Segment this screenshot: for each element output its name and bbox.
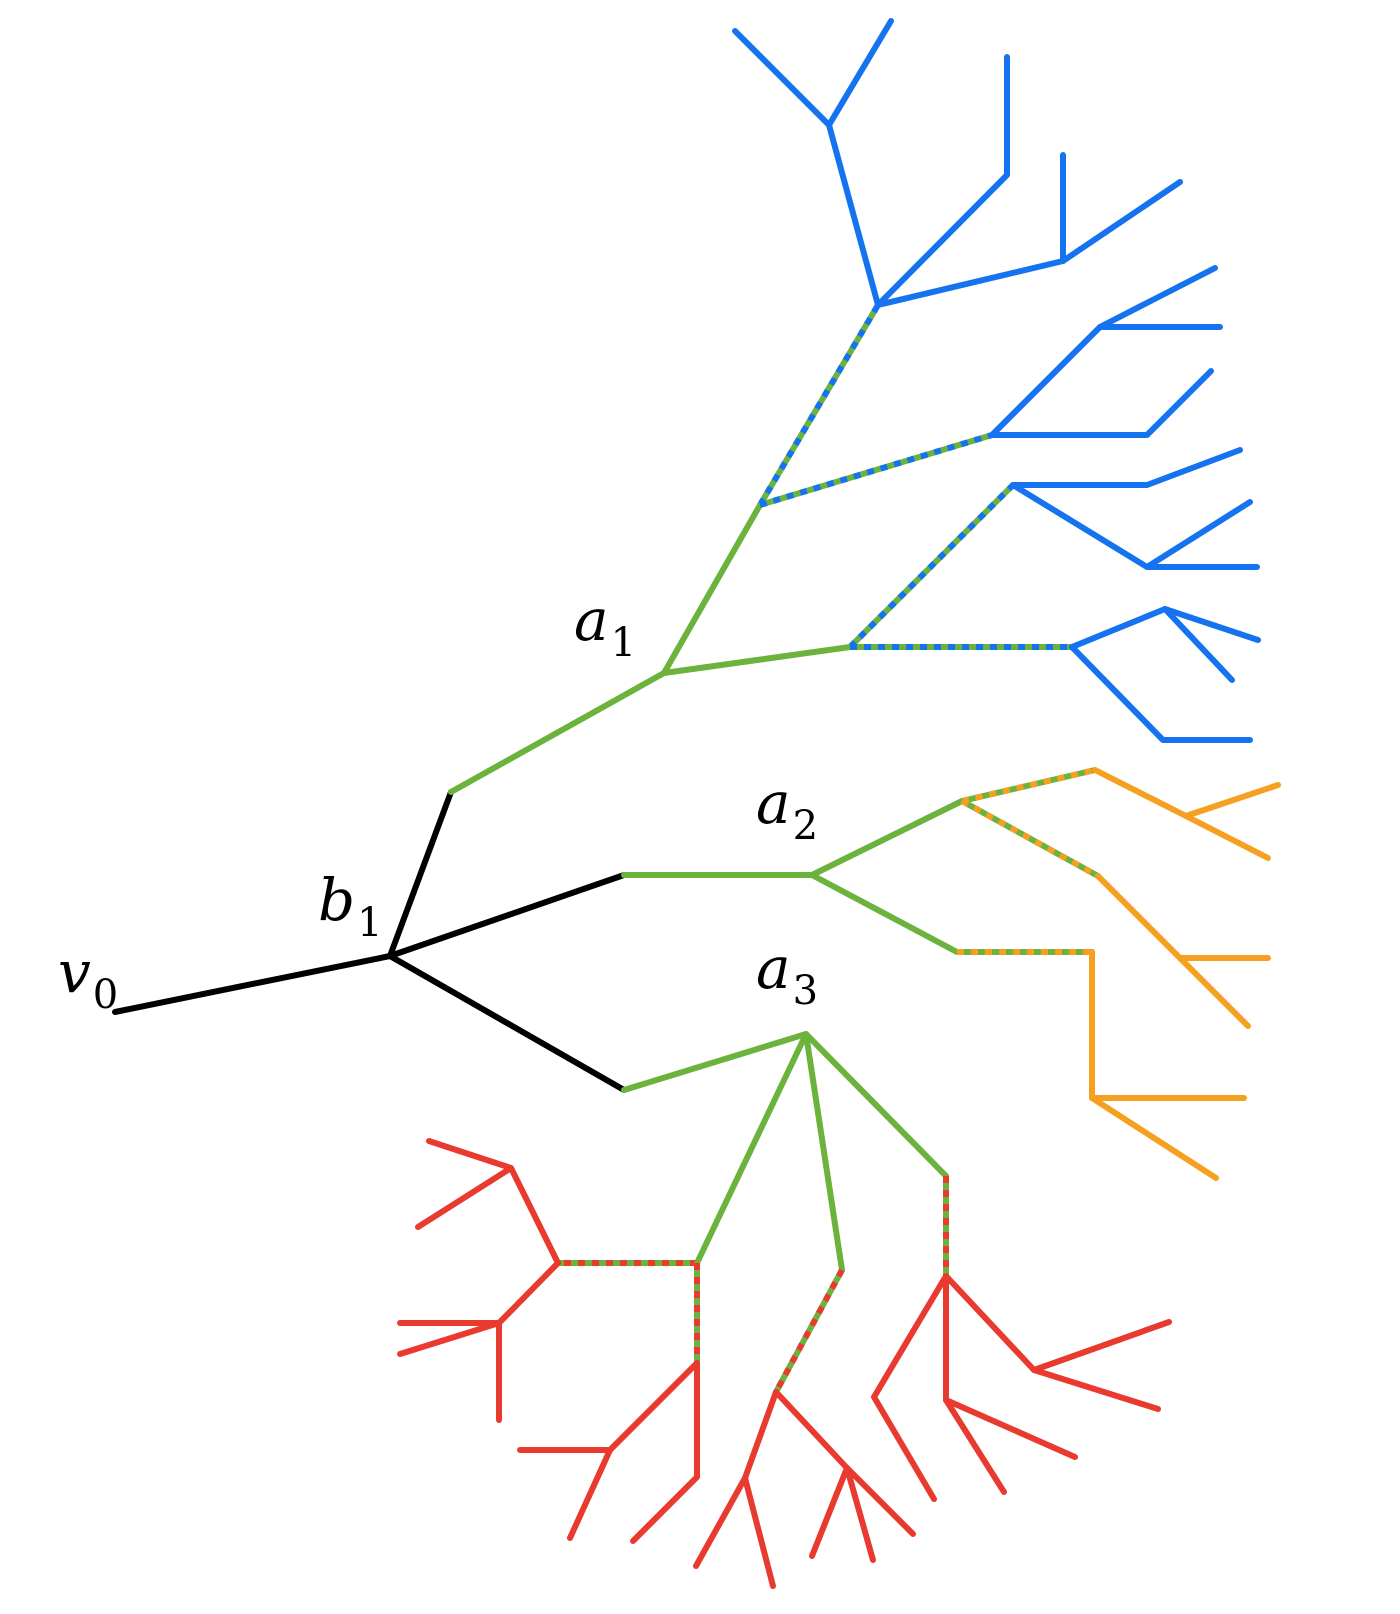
edge-blue-1 — [732, 28, 881, 308]
edge-blue-13 — [1162, 606, 1235, 683]
edge-blue-8 — [989, 368, 1214, 438]
edge-green-a1-right — [661, 644, 853, 676]
edge-orange-3 — [1095, 873, 1271, 961]
edge-orange-4 — [1177, 955, 1251, 1029]
edge-blue-10 — [1010, 482, 1260, 570]
edge-green-a1 — [448, 670, 667, 795]
edge-green-a3 — [621, 1031, 809, 1093]
edge-b1-mid — [387, 872, 627, 959]
edge-red-8 — [630, 1360, 700, 1544]
edge-green-a3-mid — [803, 1031, 845, 1273]
edge-green-a3-left — [694, 1031, 809, 1266]
edge-blue-12 — [1069, 606, 1261, 650]
edge-blue-14 — [1069, 644, 1253, 743]
label-a3: a3 — [756, 934, 818, 1014]
edge-red-16 — [871, 1273, 949, 1502]
edge-red-2 — [415, 1165, 514, 1230]
edge-blue-7 — [1097, 265, 1218, 330]
edge-red-3 — [397, 1260, 561, 1326]
label-v0: v0 — [58, 938, 118, 1018]
edge-shared-blue-2-dash — [759, 432, 993, 508]
edge-shared-blue-3-dash — [847, 482, 1016, 650]
edge-orange-2 — [1183, 813, 1271, 861]
edge-orange-1 — [1092, 767, 1281, 819]
edge-blue-9 — [1010, 447, 1243, 488]
edge-red-14 — [943, 1273, 1172, 1373]
edge-blue-11 — [1144, 499, 1253, 570]
edge-blue-6 — [989, 324, 1223, 438]
edge-red-15 — [1031, 1367, 1161, 1412]
edge-red-12 — [809, 1465, 850, 1559]
edge-orange-5 — [1089, 949, 1247, 1101]
edge-blue-2 — [826, 18, 894, 128]
edge-shared-red-3-dash — [773, 1268, 845, 1394]
edge-red-6 — [517, 1360, 700, 1453]
edge-orange-6 — [1089, 1095, 1219, 1181]
label-b1: b1 — [318, 866, 383, 946]
edge-blue-3 — [875, 54, 1010, 308]
edge-blue-5 — [1060, 179, 1183, 264]
tree-edges — [112, 18, 1281, 1589]
node-labels: v0 b1 a1 a2 a3 — [58, 586, 818, 1018]
edge-red-11 — [773, 1389, 916, 1537]
edge-green-a3-right — [803, 1031, 949, 1179]
edge-shared-orange-2-dash — [960, 798, 1100, 879]
label-a2: a2 — [756, 769, 818, 849]
edge-v0-b1 — [112, 953, 393, 1015]
edge-red-4 — [397, 1320, 502, 1357]
edge-b1-up — [387, 789, 454, 959]
edge-red-13 — [844, 1465, 876, 1563]
edge-shared-blue-1-dash — [757, 303, 881, 507]
edge-red-1 — [426, 1138, 561, 1266]
edge-shared-orange-1-dash — [961, 767, 1096, 804]
edge-b1-down — [387, 953, 627, 1093]
edge-green-a1-up — [661, 502, 763, 676]
edge-red-18 — [943, 1397, 1078, 1460]
edge-red-7 — [567, 1447, 613, 1541]
edge-green-a2-down — [809, 872, 960, 955]
edge-green-a2-up — [809, 798, 965, 878]
edge-blue-4 — [875, 152, 1066, 308]
label-a1: a1 — [574, 586, 636, 666]
edge-red-10 — [742, 1475, 776, 1589]
